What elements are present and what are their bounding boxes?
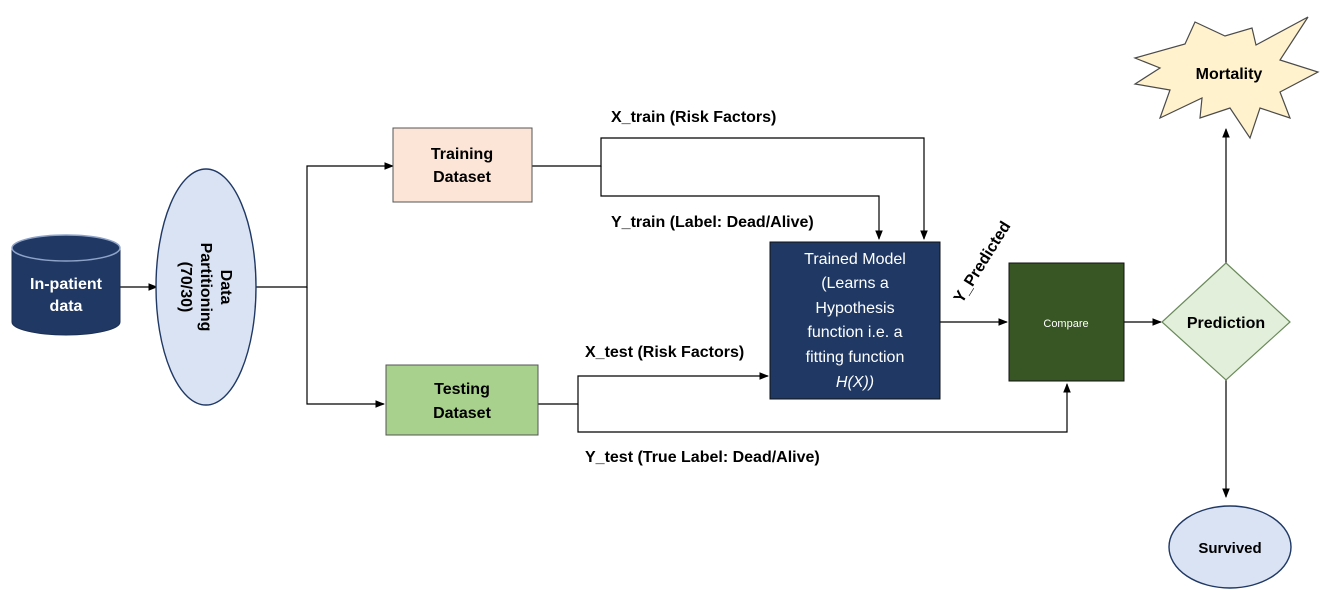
model-line2: (Learns a [821, 275, 889, 292]
edge-x-train [532, 137, 928, 240]
training-dataset-box: Training Dataset [392, 127, 533, 203]
inpatient-line1: In-patient [30, 276, 103, 293]
cylinder-top [11, 234, 121, 262]
model-line1: Trained Model [804, 251, 906, 268]
edge-x-test [538, 372, 769, 405]
survived-label: Survived [1198, 540, 1261, 557]
testing-line2: Dataset [433, 405, 491, 422]
training-line1: Training [431, 146, 493, 163]
compare-box: Compare [1008, 262, 1125, 382]
model-line5: fitting function [806, 349, 905, 366]
partition-line1: Data [217, 270, 234, 305]
edge-partition-training [256, 162, 394, 288]
y-test-label: Y_test (True Label: Dead/Alive) [585, 449, 820, 466]
x-test-label: X_test (Risk Factors) [585, 344, 744, 361]
cylinder-body [11, 247, 121, 336]
inpatient-line2: data [50, 298, 83, 315]
y-train-label: Y_train (Label: Dead/Alive) [611, 214, 814, 231]
survived-ellipse: Survived [1168, 505, 1292, 589]
data-partitioning-ellipse: Data Partitioning (70/30) [155, 168, 257, 406]
mortality-burst: Mortality [1133, 16, 1320, 140]
y-predicted-label: Y_Predicted [951, 219, 1014, 306]
partition-line2: Partitioning [197, 243, 214, 332]
model-line4: function i.e. a [807, 324, 902, 341]
connectors [120, 128, 1230, 498]
training-line2: Dataset [433, 169, 491, 186]
model-line3: Hypothesis [815, 300, 894, 317]
model-line6: H(X)) [836, 374, 874, 391]
edge-partition-testing [306, 287, 385, 408]
edge-y-train [600, 166, 883, 240]
mortality-label: Mortality [1196, 66, 1263, 83]
x-train-label: X_train (Risk Factors) [611, 109, 776, 126]
trained-model-box: Trained Model (Learns a Hypothesis funct… [769, 241, 941, 400]
testing-dataset-box: Testing Dataset [385, 364, 539, 436]
prediction-label: Prediction [1187, 315, 1265, 332]
partition-line3: (70/30) [177, 262, 194, 313]
edge-y-test [577, 383, 1071, 433]
testing-line1: Testing [434, 381, 490, 398]
inpatient-data-cylinder: In-patient data [11, 234, 121, 336]
prediction-diamond: Prediction [1161, 262, 1291, 381]
compare-label: Compare [1043, 318, 1088, 330]
